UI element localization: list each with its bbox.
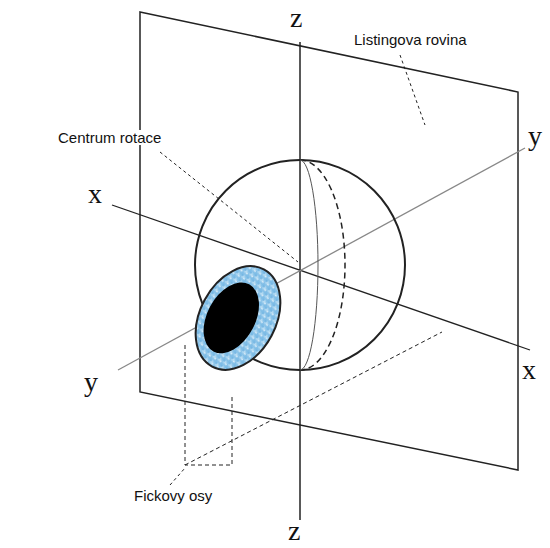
axis-letter: y bbox=[528, 122, 542, 150]
y-axis bbox=[118, 148, 525, 370]
fick-axes-diagonal bbox=[185, 332, 442, 465]
center-label: Centrum rotace bbox=[56, 130, 163, 145]
z-axis bbox=[299, 42, 301, 520]
pupil bbox=[192, 273, 270, 363]
eyeball-meridian bbox=[300, 160, 318, 370]
axis-letter: z bbox=[288, 517, 300, 545]
x-axis bbox=[112, 205, 530, 350]
axis-letter: x bbox=[88, 180, 102, 208]
axis-letter: y bbox=[84, 368, 98, 396]
leader-line bbox=[170, 468, 185, 485]
eyeball-back-meridian bbox=[300, 160, 345, 370]
fick-axes-outline bbox=[185, 345, 232, 465]
plane-label: Listingova rovina bbox=[352, 32, 469, 47]
iris bbox=[179, 252, 298, 385]
listing-plane bbox=[140, 12, 518, 470]
leader-line bbox=[400, 55, 425, 125]
axis-letter: x bbox=[522, 356, 536, 384]
leader-line bbox=[160, 152, 298, 262]
fick-label: Fickovy osy bbox=[132, 488, 214, 503]
axis-letter: z bbox=[290, 4, 302, 32]
iris-group bbox=[179, 252, 298, 385]
